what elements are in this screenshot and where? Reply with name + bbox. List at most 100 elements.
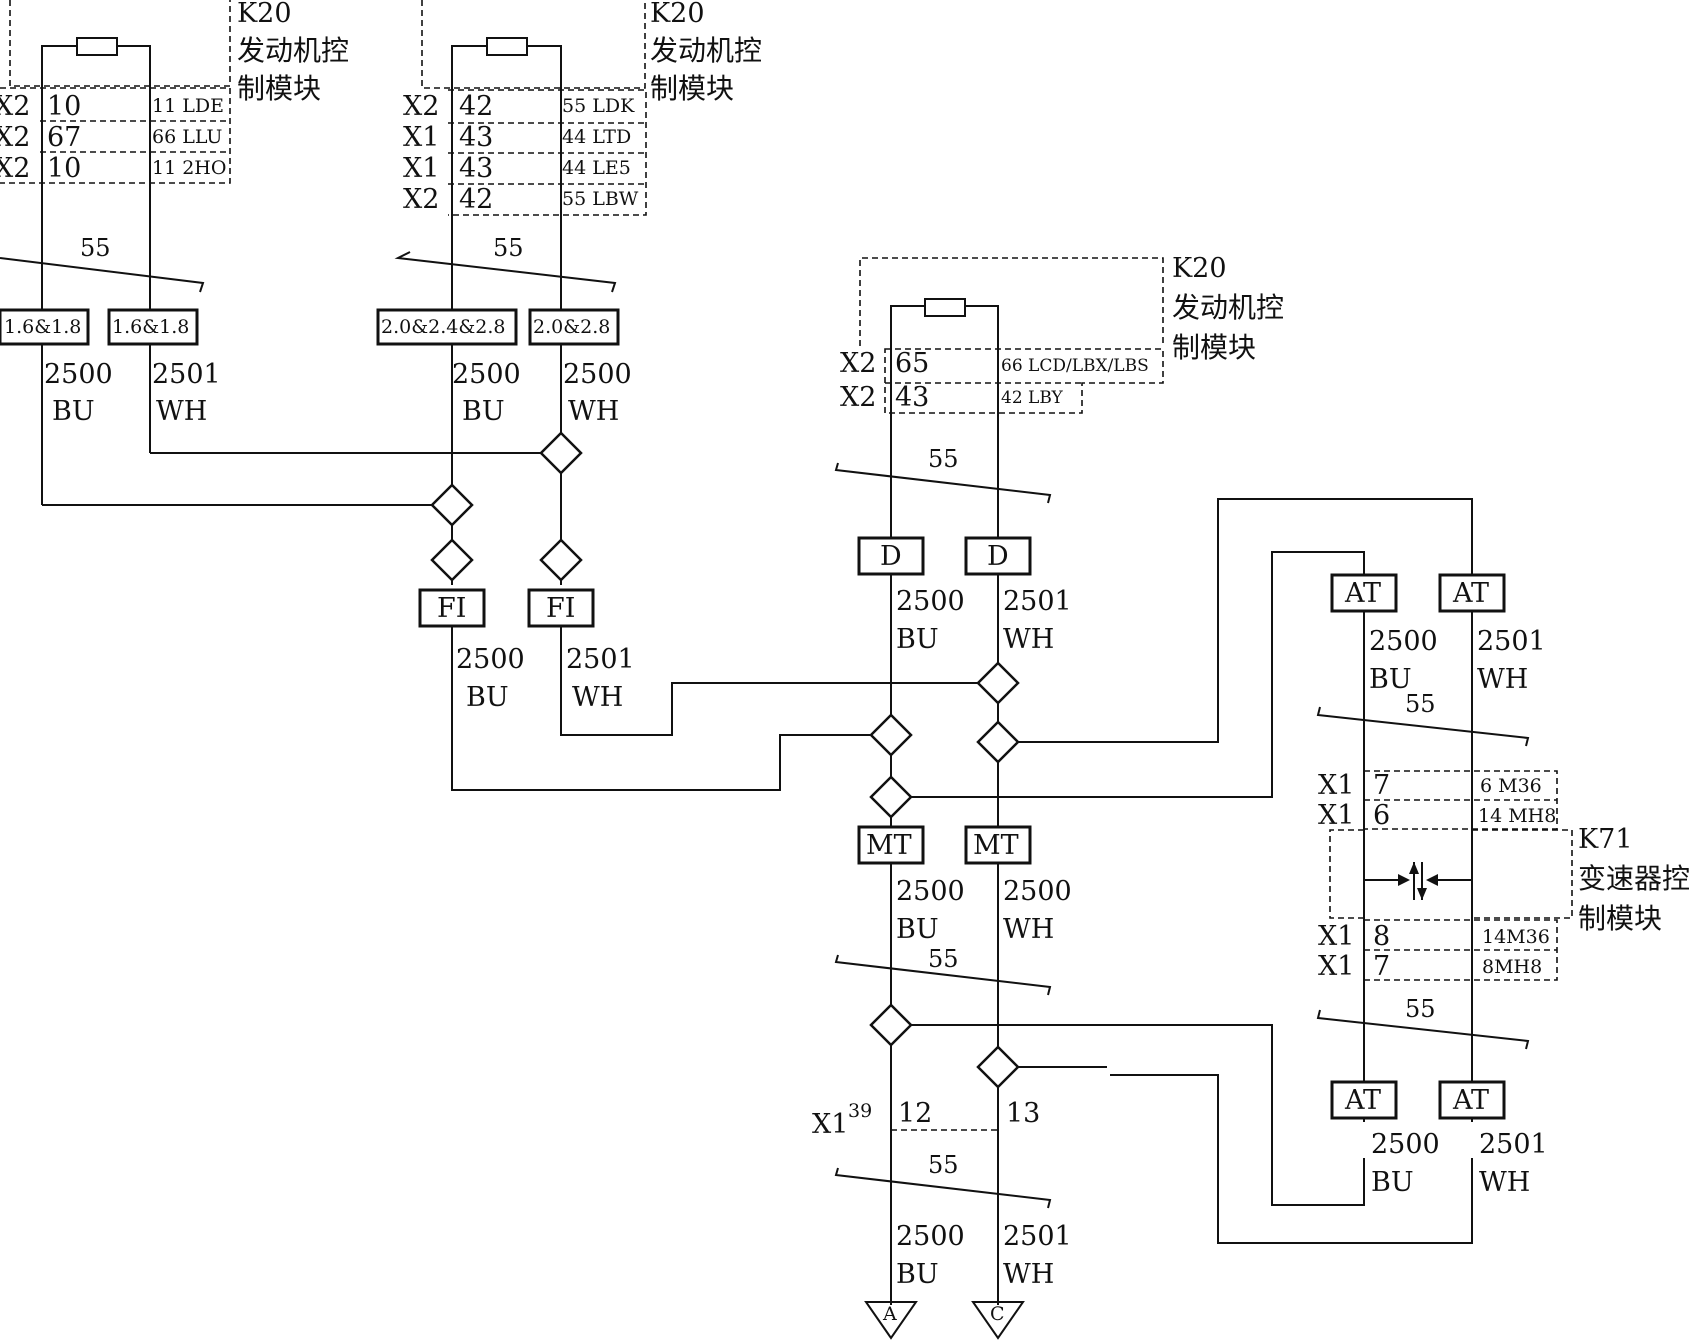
svg-text:55: 55 — [1405, 690, 1436, 718]
terminal-a-icon — [864, 1301, 918, 1340]
svg-text:2501: 2501 — [566, 644, 635, 675]
svg-text:变速器控: 变速器控 — [1578, 862, 1690, 895]
svg-text:WH: WH — [156, 396, 207, 427]
svg-text:55: 55 — [493, 234, 524, 262]
svg-text:X2: X2 — [403, 184, 439, 215]
pin-right: 11 LDE — [152, 95, 224, 117]
svg-text:2.0&2.8: 2.0&2.8 — [533, 316, 610, 338]
svg-text:2500: 2500 — [1003, 876, 1072, 907]
k20-a-name-1: 发动机控 — [237, 34, 349, 67]
svg-text:WH: WH — [1003, 1259, 1054, 1290]
svg-text:D: D — [880, 541, 902, 572]
pin-right: 66 LLU — [152, 126, 222, 148]
svg-text:BU: BU — [896, 1259, 939, 1290]
svg-text:43: 43 — [895, 382, 929, 413]
svg-text:55: 55 — [928, 945, 959, 973]
k20-a-name-2: 制模块 — [237, 72, 321, 105]
svg-text:2500: 2500 — [563, 359, 632, 390]
svg-text:2500: 2500 — [896, 1221, 965, 1252]
svg-text:BU: BU — [52, 396, 95, 427]
pin-conn: X2 — [0, 91, 30, 122]
svg-text:BU: BU — [1369, 664, 1412, 695]
svg-text:2501: 2501 — [1003, 586, 1072, 617]
svg-text:FI: FI — [546, 593, 575, 624]
k20-a-code: K20 — [237, 0, 292, 29]
svg-text:55: 55 — [928, 445, 959, 473]
terminal-c-icon — [971, 1301, 1025, 1340]
svg-text:WH: WH — [572, 682, 623, 713]
twist-label: 55 — [80, 234, 111, 262]
svg-text:2501: 2501 — [1477, 626, 1546, 657]
splice-icon — [869, 1003, 913, 1047]
svg-text:BU: BU — [896, 624, 939, 655]
resistor-icon — [76, 37, 118, 56]
svg-text:X1: X1 — [1318, 921, 1354, 952]
svg-text:X1: X1 — [403, 153, 439, 184]
k71-module: X1 7 6 M36 X1 6 14 MH8 X1 8 14M36 X1 7 8… — [1318, 770, 1690, 982]
svg-text:AT: AT — [1452, 578, 1489, 609]
svg-text:2500: 2500 — [452, 359, 521, 390]
svg-text:X2: X2 — [840, 382, 876, 413]
pin-right: 11 2HO — [152, 157, 226, 179]
svg-text:A: A — [882, 1303, 897, 1325]
pin-left: 67 — [47, 122, 81, 153]
svg-text:X2: X2 — [403, 91, 439, 122]
svg-text:39: 39 — [848, 1100, 872, 1122]
svg-text:X1: X1 — [1318, 800, 1354, 831]
svg-text:55 LDK: 55 LDK — [562, 95, 635, 117]
option-box-at-1 — [1330, 573, 1398, 613]
splice-icon — [869, 713, 913, 757]
svg-text:42: 42 — [459, 91, 493, 122]
svg-text:42 LBY: 42 LBY — [1001, 388, 1064, 408]
svg-text:44 LTD: 44 LTD — [562, 126, 631, 148]
svg-text:MT: MT — [866, 830, 912, 861]
svg-text:制模块: 制模块 — [1578, 902, 1662, 935]
svg-text:2500: 2500 — [44, 359, 113, 390]
pin-conn: X2 — [0, 122, 30, 153]
svg-text:D: D — [987, 541, 1009, 572]
svg-text:C: C — [990, 1303, 1005, 1325]
resistor-icon — [924, 298, 966, 317]
svg-text:X1: X1 — [1318, 951, 1354, 982]
option-box-a1 — [0, 308, 90, 346]
svg-text:K20: K20 — [1172, 253, 1227, 284]
svg-text:AT: AT — [1344, 578, 1381, 609]
svg-text:2501: 2501 — [1003, 1221, 1072, 1252]
svg-text:AT: AT — [1452, 1085, 1489, 1116]
option-box-b2 — [528, 308, 620, 346]
svg-text:55 LBW: 55 LBW — [562, 188, 639, 210]
option-box-a2 — [107, 308, 199, 346]
svg-text:WH: WH — [1477, 664, 1528, 695]
splice-icon — [976, 661, 1020, 705]
svg-text:13: 13 — [1006, 1098, 1040, 1129]
resistor-icon — [486, 37, 528, 56]
svg-text:K71: K71 — [1578, 824, 1633, 855]
svg-text:43: 43 — [459, 122, 493, 153]
pin-left: 10 — [47, 153, 81, 184]
svg-text:1.6&1.8: 1.6&1.8 — [112, 316, 189, 338]
svg-text:14 MH8: 14 MH8 — [1478, 805, 1556, 827]
svg-text:发动机控: 发动机控 — [1172, 291, 1284, 324]
svg-text:AT: AT — [1344, 1085, 1381, 1116]
option-box-b1 — [376, 308, 518, 346]
svg-text:66 LCD/LBX/LBS: 66 LCD/LBX/LBS — [1001, 356, 1149, 376]
pin-conn: X2 — [0, 153, 30, 184]
svg-text:6: 6 — [1373, 800, 1390, 831]
svg-text:55: 55 — [1405, 995, 1436, 1023]
svg-text:WH: WH — [1003, 624, 1054, 655]
svg-text:12: 12 — [898, 1098, 932, 1129]
svg-text:2500: 2500 — [1371, 1129, 1440, 1160]
k20-module-b: K20 发动机控 制模块 X2 42 55 LDK X1 43 44 LTD X… — [403, 0, 762, 216]
option-box-mt-1 — [857, 825, 925, 865]
svg-text:65: 65 — [895, 348, 929, 379]
svg-text:55: 55 — [928, 1151, 959, 1179]
svg-text:MT: MT — [973, 830, 1019, 861]
k20-b-name-1: 发动机控 — [650, 34, 762, 67]
svg-text:FI: FI — [437, 593, 466, 624]
svg-text:2501: 2501 — [152, 359, 221, 390]
option-box-at-3 — [1330, 1080, 1398, 1120]
svg-text:2500: 2500 — [456, 644, 525, 675]
svg-text:X1: X1 — [403, 122, 439, 153]
svg-text:8MH8: 8MH8 — [1482, 956, 1542, 978]
svg-text:BU: BU — [462, 396, 505, 427]
